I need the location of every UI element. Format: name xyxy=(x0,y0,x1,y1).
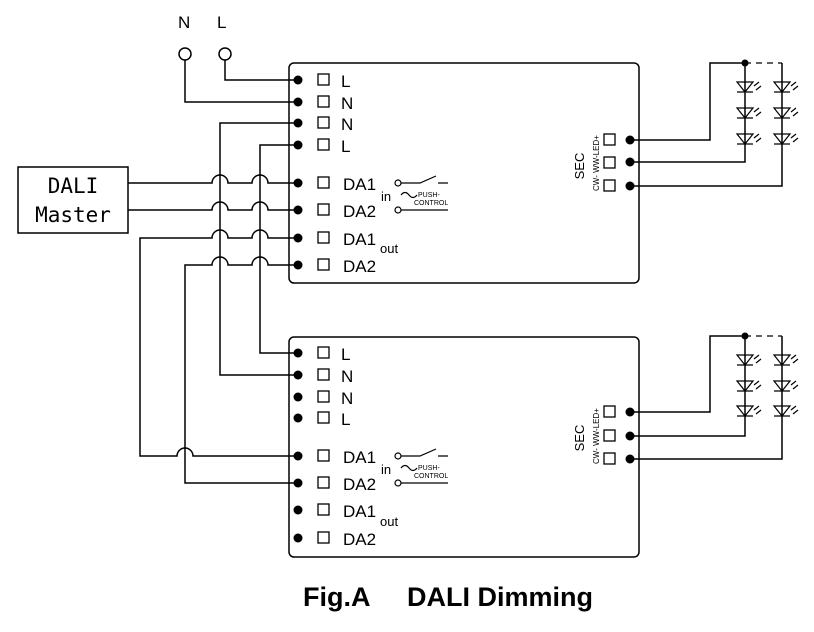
mains-l-label: L xyxy=(217,13,226,32)
d1-led-string-1 xyxy=(735,59,762,145)
d2-term-n2: N xyxy=(341,389,353,408)
d2-push-line2: CONTROL xyxy=(414,473,448,480)
d1-term-da1-out: DA1 xyxy=(343,230,376,249)
d2-sec-label: SEC xyxy=(572,425,587,452)
d2-term-da2-out: DA2 xyxy=(343,530,376,549)
d2-term-da1-in: DA1 xyxy=(343,448,376,467)
d1-sec-label: SEC xyxy=(572,153,587,180)
driver-1-terminals xyxy=(293,73,330,271)
dali-master-line2: Master xyxy=(35,203,111,227)
d2-led-string-2 xyxy=(772,354,799,417)
d2-out-label: out xyxy=(380,514,398,529)
d1-sec-pins: CW- WW-LED+ xyxy=(592,135,601,191)
d1-led-string-2 xyxy=(772,81,799,145)
caption-fig: Fig.A xyxy=(303,582,371,612)
d1-in-label: in xyxy=(381,189,391,204)
d2-in-label: in xyxy=(381,462,391,477)
mains-l-terminal xyxy=(218,47,232,61)
d1-term-da1-in: DA1 xyxy=(343,175,376,194)
d1-push-switch-icon xyxy=(394,175,448,214)
d1-term-da2-in: DA2 xyxy=(343,202,376,221)
d1-term-l: L xyxy=(341,72,350,91)
mains-n-terminal xyxy=(178,47,192,61)
d2-term-l: L xyxy=(341,345,350,364)
d1-push-line2: CONTROL xyxy=(414,200,448,207)
d2-push-line1: PUSH- xyxy=(418,465,440,472)
d2-term-da1-out: DA1 xyxy=(343,502,376,521)
dali-master-line1: DALI xyxy=(48,174,99,198)
d1-push-line1: PUSH- xyxy=(418,192,440,199)
d1-term-n: N xyxy=(341,94,353,113)
dali-master-box xyxy=(17,166,129,234)
d2-term-n: N xyxy=(341,367,353,386)
mains-n-label: N xyxy=(178,13,190,32)
d1-term-da2-out: DA2 xyxy=(343,257,376,276)
driver-box-1 xyxy=(288,62,640,284)
d2-push-switch-icon xyxy=(394,448,448,487)
d2-term-l2: L xyxy=(341,410,350,429)
d2-term-da2-in: DA2 xyxy=(343,475,376,494)
d2-sec-pins: CW- WW-LED+ xyxy=(592,408,601,464)
wiring xyxy=(128,60,783,484)
d1-term-l2: L xyxy=(341,137,350,156)
d1-sec-terminals xyxy=(603,133,635,192)
d2-led-string-1 xyxy=(735,332,762,417)
caption-title: DALI Dimming xyxy=(407,582,593,612)
driver-box-2 xyxy=(288,336,640,558)
d1-term-n2: N xyxy=(341,115,353,134)
d2-sec-terminals xyxy=(603,405,635,465)
d1-out-label: out xyxy=(380,241,398,256)
driver-2-terminals xyxy=(293,346,330,544)
